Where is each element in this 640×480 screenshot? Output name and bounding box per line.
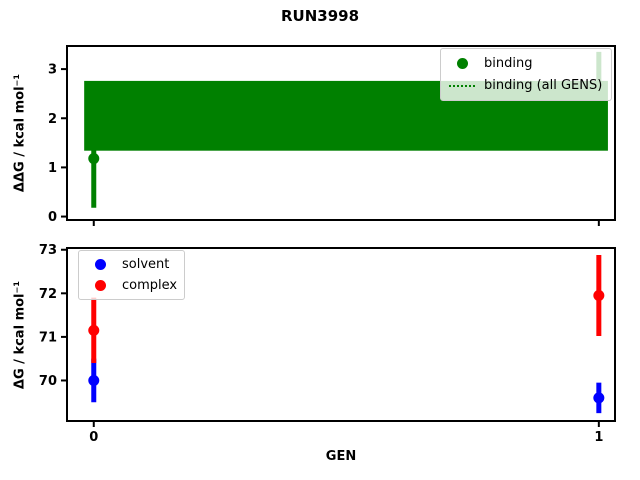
legend-label-binding-all-gens: binding (all GENS) <box>484 78 603 94</box>
binding-marker-icon <box>456 57 468 69</box>
legend-item-binding-all-gens: binding (all GENS) <box>449 75 603 98</box>
complex-point <box>593 289 605 301</box>
legend-label-solvent: solvent <box>122 257 170 272</box>
legend-item-solvent: solvent <box>87 254 176 275</box>
legend-binding: binding binding (all GENS) <box>440 48 612 101</box>
y-axis-label-bottom: ΔG / kcal mol⁻¹ <box>12 280 28 390</box>
legend-label-binding: binding <box>484 55 533 71</box>
y-axis-label-top: ΔΔG / kcal mol⁻¹ <box>12 73 28 193</box>
solvent-point <box>88 374 100 386</box>
legend-handle <box>87 280 113 291</box>
y-tick-label: 1 <box>48 161 57 176</box>
x-tick-label: 1 <box>594 430 603 445</box>
x-axis-label: GEN <box>325 449 357 464</box>
legend-label-complex: complex <box>122 278 178 293</box>
legend-handle <box>449 57 475 69</box>
legend-dg: solvent complex <box>78 250 185 300</box>
binding-point <box>88 153 100 165</box>
x-tick-label: 0 <box>89 430 98 445</box>
y-tick-label: 70 <box>39 374 57 389</box>
subplot-bottom: 70 71 72 73 0 1 <box>39 243 616 445</box>
binding-all-gens-line-icon <box>449 84 475 87</box>
legend-item-binding: binding <box>449 52 603 75</box>
legend-handle <box>87 259 113 270</box>
complex-point <box>88 324 100 336</box>
solvent-point <box>593 392 605 404</box>
y-tick-label: 72 <box>39 287 57 302</box>
solvent-marker-icon <box>94 259 106 270</box>
legend-handle <box>449 84 475 87</box>
y-tick-label: 71 <box>39 330 57 345</box>
legend-item-complex: complex <box>87 275 178 296</box>
y-tick-label: 0 <box>48 210 57 225</box>
axes-spines <box>66 45 616 221</box>
y-tick-label: 3 <box>48 63 57 78</box>
plot-title: RUN3998 <box>280 7 360 25</box>
axes-spines <box>66 247 616 422</box>
complex-marker-icon <box>94 280 106 291</box>
y-tick-label: 73 <box>39 243 57 258</box>
y-tick-label: 2 <box>48 112 57 127</box>
